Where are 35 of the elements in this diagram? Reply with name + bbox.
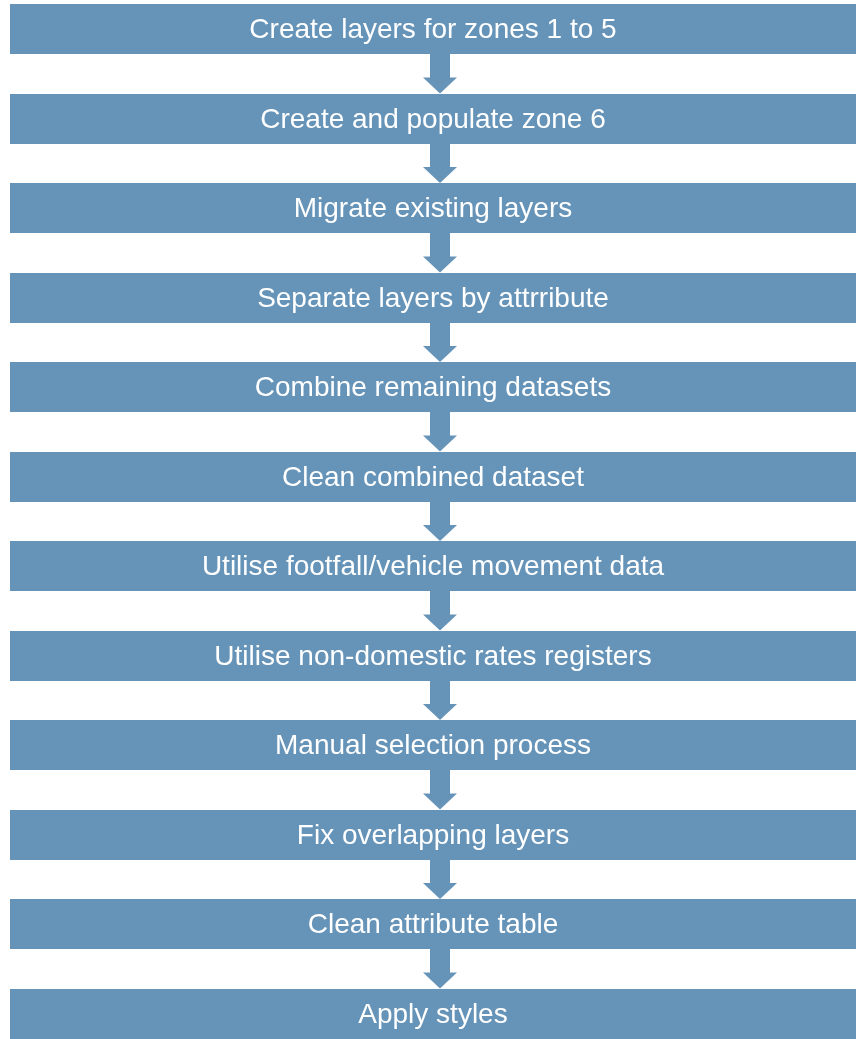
process-box <box>10 183 856 233</box>
block-arrow <box>423 233 457 273</box>
block-arrow <box>423 143 457 183</box>
process-box <box>10 809 856 860</box>
block-arrow <box>423 412 457 452</box>
step-label: Combine remaining datasets <box>254 371 612 403</box>
step-label: Create and populate zone 6 <box>260 102 606 135</box>
process-box <box>10 541 856 591</box>
step-label: Utilise footfall/vehicle movement data <box>201 550 665 582</box>
process-box <box>10 362 856 412</box>
block-arrow <box>423 591 457 631</box>
step-label: Separate layers by attrribute <box>257 281 609 314</box>
process-box <box>10 988 856 1039</box>
process-box <box>10 4 856 54</box>
process-box <box>10 451 856 502</box>
step-label: Apply styles <box>358 997 508 1030</box>
step-label: Migrate existing layers <box>293 192 573 224</box>
process-box <box>10 272 856 323</box>
block-arrow <box>423 501 457 541</box>
block-arrow <box>423 770 457 810</box>
block-arrow <box>423 949 457 989</box>
step-label: Clean combined dataset <box>282 460 584 493</box>
process-box <box>10 630 856 681</box>
process-box <box>10 93 856 144</box>
step-label: Fix overlapping layers <box>296 818 570 851</box>
process-box <box>10 899 856 949</box>
step-label: Clean attribute table <box>307 908 559 940</box>
step-label: Create layers for zones 1 to 5 <box>249 13 617 45</box>
process-box <box>10 720 856 770</box>
block-arrow <box>423 859 457 899</box>
step-label: Utilise non-domestic rates registers <box>214 639 652 672</box>
block-arrow <box>423 54 457 94</box>
block-arrow <box>423 322 457 362</box>
step-label: Manual selection process <box>275 729 591 761</box>
block-arrow <box>423 680 457 720</box>
